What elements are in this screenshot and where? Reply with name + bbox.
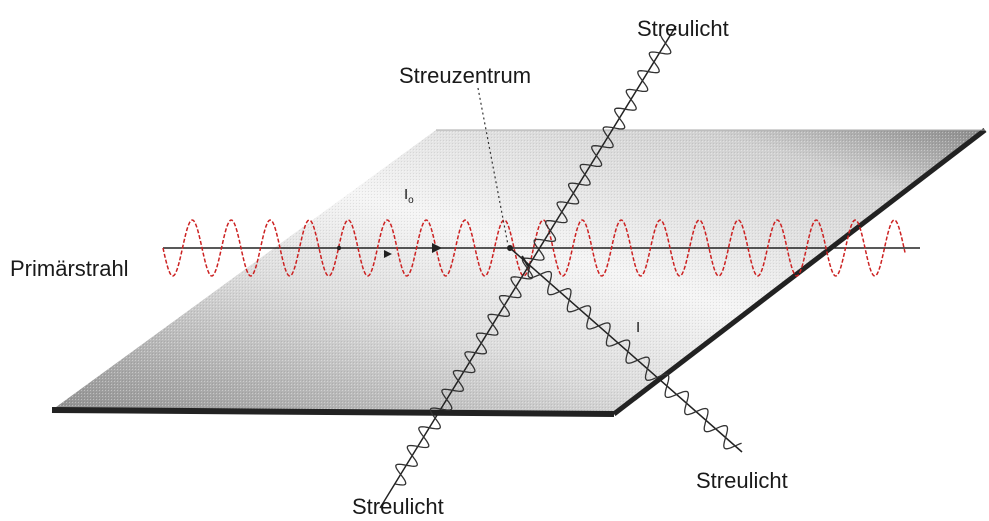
primary-arrow-1 — [384, 250, 392, 258]
scattering-center — [507, 245, 513, 251]
scatter-wave-diagonal — [394, 35, 672, 486]
scattering-plane-texture — [52, 130, 985, 414]
primary-wave — [162, 219, 906, 277]
intensity-primary-label: Io — [404, 186, 414, 206]
primary-beam-marker — [336, 245, 342, 251]
streulicht-bottom-right-label: Streulicht — [696, 468, 788, 493]
primaerstrahl-label: Primärstrahl — [10, 256, 129, 281]
plane-front-edge — [51, 407, 615, 417]
intensity-scattered-label: I — [636, 319, 641, 336]
streuzentrum-label: Streuzentrum — [399, 63, 532, 88]
scatter-wave-lower-right — [527, 265, 742, 450]
scatter-tick — [521, 255, 529, 267]
streulicht-top-label: Streulicht — [637, 16, 729, 41]
streulicht-bottom-left-label: Streulicht — [352, 494, 444, 519]
primary-arrow-2 — [432, 243, 442, 253]
scatter-axis-lower-right — [509, 247, 743, 453]
streuzentrum-pointer — [477, 87, 509, 246]
